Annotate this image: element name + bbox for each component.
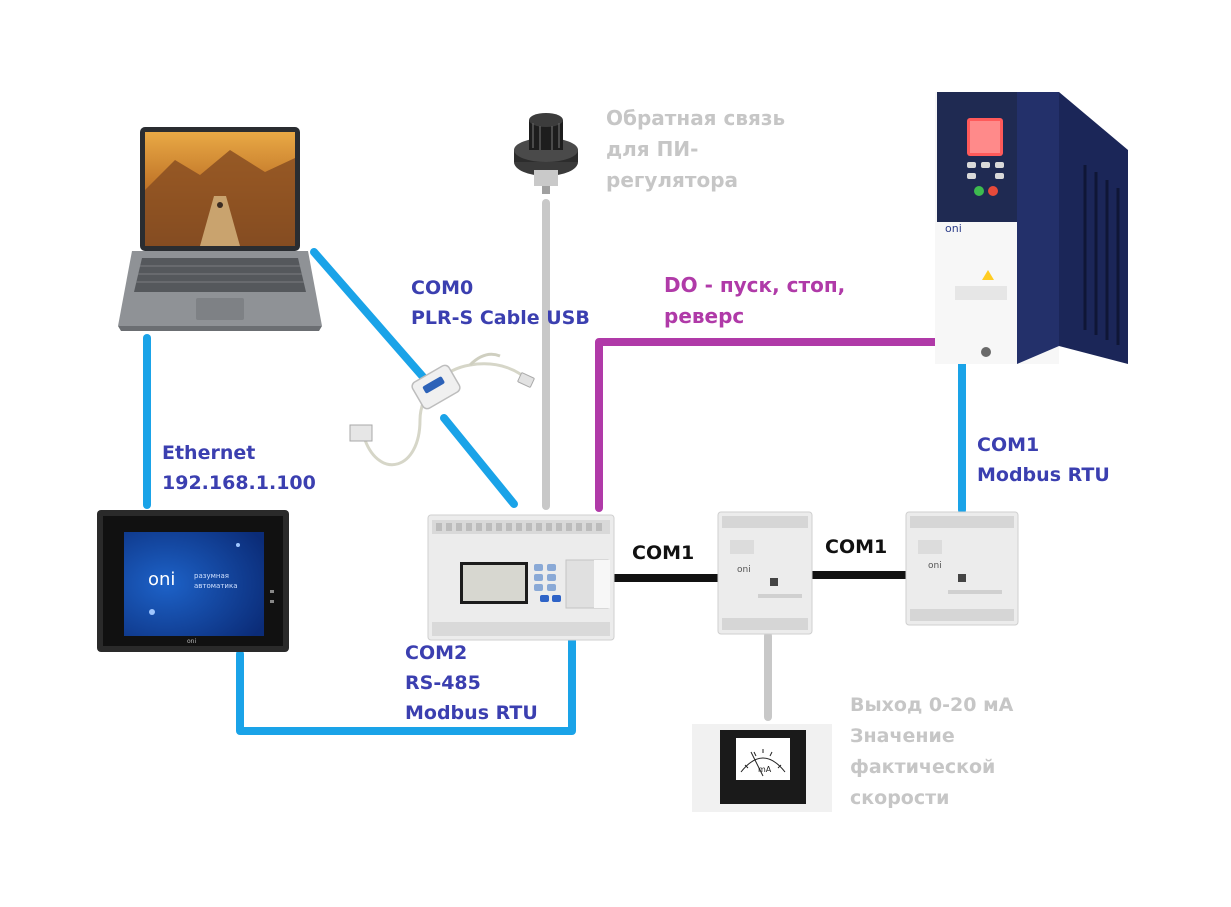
ethernet-label: Ethernet 192.168.1.100 <box>162 438 316 498</box>
com2-label: COM2 RS-485 Modbus RTU <box>405 638 538 728</box>
hmi-tagline-1: разумная <box>194 572 229 580</box>
output-label-line-1: Выход 0-20 мА <box>850 694 1014 716</box>
vfd-com1-label-line-2: Modbus RTU <box>977 464 1110 486</box>
feedback-label-line-2: для ПИ- <box>606 137 699 161</box>
module1-brand-logo: oni <box>737 565 751 575</box>
output-label-line-4: скорости <box>850 787 950 809</box>
vfd-com1-label: COM1 Modbus RTU <box>977 430 1110 490</box>
feedback-label-line-3: регулятора <box>606 168 739 192</box>
hmi-brand-logo: oni <box>148 569 175 590</box>
usb-cable-line-upper <box>310 248 428 382</box>
do-label-line-1: DO - пуск, стоп, <box>664 273 846 297</box>
com2-line <box>236 632 576 735</box>
do-label: DO - пуск, стоп, реверс <box>664 270 845 332</box>
output-label-line-3: фактической <box>850 756 996 778</box>
com0-label-line-2: PLR-S Cable USB <box>411 307 590 329</box>
feedback-label: Обратная связь для ПИ- регулятора <box>606 103 785 196</box>
com2-label-line-1: COM2 <box>405 642 468 664</box>
meter-unit: mA <box>758 765 772 774</box>
com0-label: COM0 PLR-S Cable USB <box>411 273 590 333</box>
do-line <box>595 338 939 512</box>
com2-label-line-2: RS-485 <box>405 672 481 694</box>
output-label-line-2: Значение <box>850 725 955 747</box>
connections <box>143 199 966 735</box>
hmi-bezel-logo: oni <box>187 638 196 645</box>
plc-controller <box>427 514 615 641</box>
feedback-label-line-1: Обратная связь <box>606 106 786 130</box>
com2-label-line-3: Modbus RTU <box>405 702 538 724</box>
ethernet-label-line-1: Ethernet <box>162 442 256 464</box>
module2-brand-logo: oni <box>928 561 942 571</box>
frequency-converter: oni <box>935 92 1128 364</box>
com1-link-label-a: COM1 <box>632 542 695 564</box>
output-label: Выход 0-20 мА Значение фактической скоро… <box>850 690 1013 814</box>
vfd-com1-label-line-1: COM1 <box>977 434 1040 456</box>
do-label-line-2: реверс <box>664 304 745 328</box>
analog-module: oni <box>717 511 813 635</box>
io-module: oni <box>905 511 1019 626</box>
hmi-screen <box>124 532 264 636</box>
com0-label-line-1: COM0 <box>411 277 474 299</box>
potentiometer-knob-icon <box>514 113 578 194</box>
vfd-brand-logo: oni <box>945 222 962 235</box>
hmi-panel: oni разумная автоматика oni <box>97 510 289 652</box>
com1-link-label-b: COM1 <box>825 536 888 558</box>
usb-cable-line-lower <box>440 414 518 508</box>
hmi-tagline-2: автоматика <box>194 582 238 590</box>
usb-cable-adapter <box>349 352 535 467</box>
milliamp-meter: mA <box>692 724 832 812</box>
ethernet-label-line-2: 192.168.1.100 <box>162 472 316 494</box>
laptop <box>118 127 322 331</box>
